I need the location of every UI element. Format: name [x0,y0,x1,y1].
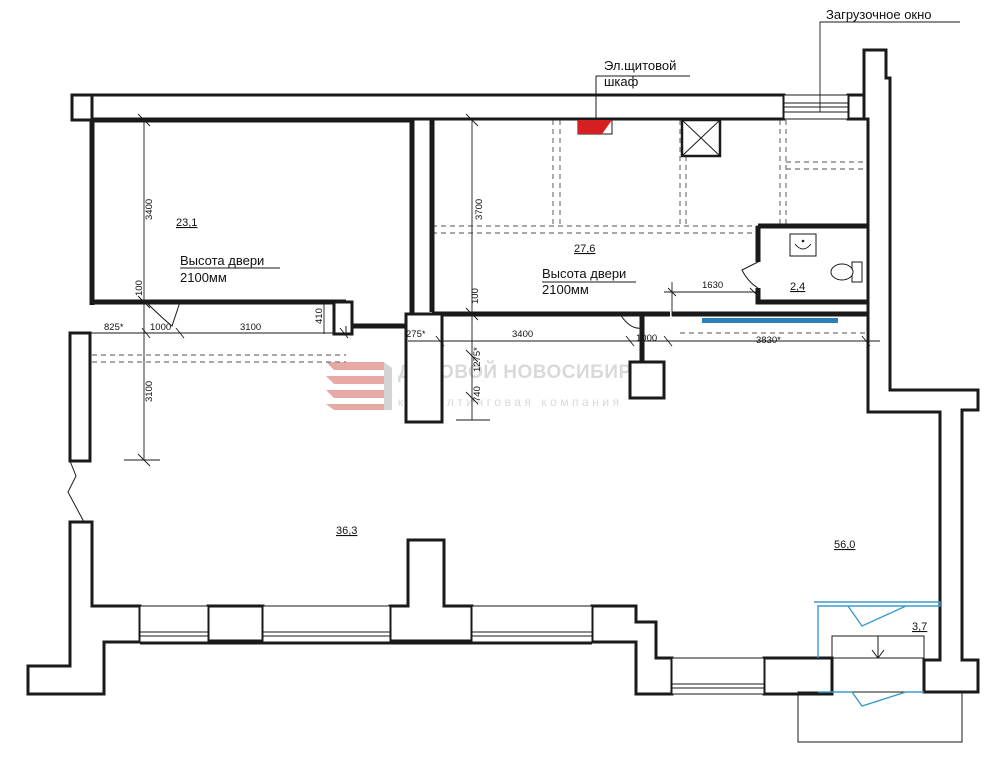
sink-icon [789,233,817,257]
toilet-icon [830,261,863,283]
watermark-logo [326,362,392,410]
door-mid [619,313,643,329]
dim-h-1630: 1630 [702,280,723,291]
dim-h-3830: 3830* [756,335,781,346]
wall-pier-3 [590,604,674,696]
dim-v-740: 740 [472,386,483,402]
label-loading-window: Загрузочное окно [826,7,932,22]
wall-lower-left [26,520,142,696]
dim-v-1275: 1275* [472,347,483,372]
windows [139,94,849,695]
wall-left-pier [68,331,92,463]
dim-v-410: 410 [314,308,325,324]
doors [67,261,759,523]
dashed-lines [92,120,870,363]
labels: Загрузочное окно Эл.щитовой шкаф Высота … [180,7,932,297]
wall-left-top [70,93,94,122]
dim-v-100-left: 100 [134,280,145,296]
walls [26,48,980,696]
wall-column-mid [404,312,444,424]
dimension-values: 3400 100 3100 410 825* 1000 3100 3700 10… [104,199,781,402]
wall-pier-4 [762,656,834,696]
label-door-mid-line2: 2100мм [542,282,589,297]
watermark-subtitle: консалтинговая компания [398,395,623,409]
window-2 [262,605,391,643]
label-door-mid-line1: Высота двери [542,266,626,281]
watermark-title: ДЕЛОВОЙ НОВОСИБИРСК [398,361,658,383]
label-door-left-line2: 2100мм [180,270,227,285]
door-left [145,301,181,327]
dim-v-3700: 3700 [474,199,485,220]
label-door-left-line1: Высота двери [180,253,264,268]
electrical-panel [577,76,613,135]
window-1 [139,605,209,643]
room-areas: 23,1 27,6 2,4 36,3 56,0 3,7 [176,217,927,633]
area-main-right: 56,0 [834,539,855,551]
area-room-b: 27,6 [574,243,595,255]
window-4 [671,657,765,695]
vestibule [702,318,963,743]
area-vestibule: 3,7 [912,621,927,633]
dim-h-825: 825* [104,322,124,333]
window-3 [471,605,593,643]
wall-top [70,93,786,121]
wall-pier-2 [388,538,474,644]
dim-h-1000-left: 1000 [150,322,171,333]
dim-h-275: 275* [406,329,426,340]
dim-h-3400: 3400 [512,329,533,340]
dim-v-3400: 3400 [144,199,155,220]
ventilation-shaft-icon [680,118,722,158]
dim-v-100-mid: 100 [470,288,481,304]
area-room-a: 23,1 [176,217,197,229]
label-panel-line1: Эл.щитовой [604,58,676,73]
door-wc [741,261,759,289]
wall-right-outer [862,48,980,694]
area-main-left: 36,3 [336,525,357,537]
dimension-lines [90,21,960,467]
area-room-wc: 2,4 [790,281,805,293]
wall-pier-1 [206,604,265,644]
blue-beam [702,318,838,323]
entrance-step [797,691,963,743]
dim-h-1000-mid: 1000 [636,333,657,344]
door-outer-left [67,460,85,523]
wall-stub-left [332,300,354,336]
watermark: ДЕЛОВОЙ НОВОСИБИРСК консалтинговая компа… [326,361,658,410]
dim-h-3100: 3100 [240,322,261,333]
dim-v-3100: 3100 [144,381,155,402]
label-panel-line2: шкаф [604,74,639,89]
wall-column-right [628,360,666,400]
